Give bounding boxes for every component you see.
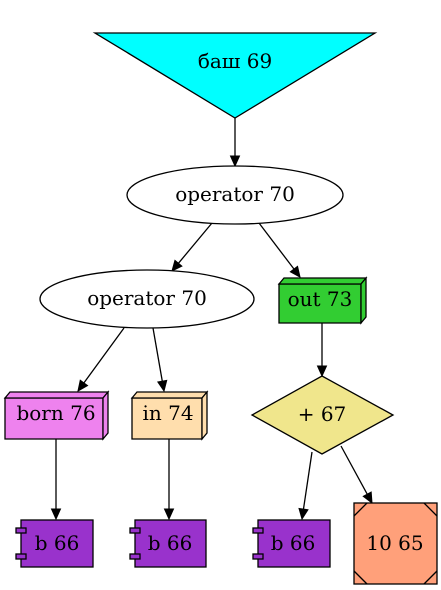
node-bash-shape	[92, 32, 378, 119]
node-b-1-shape	[20, 519, 94, 568]
arrowhead-plus-to-b3	[298, 507, 309, 521]
arrowhead-bash-to-op_top	[229, 155, 241, 168]
arrowhead-plus-to-ten	[362, 491, 373, 505]
edge-plus-to-ten	[340, 445, 368, 495]
node-ten-corner-tl	[353, 502, 368, 517]
node-operator-left: operator 70	[39, 269, 255, 329]
node-operator-top: operator 70	[126, 165, 344, 225]
edge-op_left-to-in	[152, 327, 163, 382]
edge-op_top-to-out	[258, 222, 295, 270]
node-ten-shape	[353, 502, 438, 585]
node-operator-top-label: operator 70	[175, 182, 295, 206]
node-b-3-label: b 66	[271, 531, 316, 555]
arrowhead-in-to-b2	[163, 508, 175, 521]
arrowhead-op_top-to-out	[289, 265, 301, 278]
node-born-side-face	[102, 390, 109, 441]
node-operator-top-shape	[126, 165, 344, 225]
node-born-label: born 76	[16, 401, 95, 425]
node-b-2-label: b 66	[148, 531, 193, 555]
node-b-3-tab-bottom	[252, 553, 264, 560]
edge-plus-to-b3	[302, 451, 313, 510]
node-bash: баш 69	[92, 32, 378, 119]
node-ten-corner-bl	[353, 570, 368, 585]
node-out-top-face	[277, 277, 368, 285]
node-out-side-face	[360, 276, 367, 325]
node-ten-label: 10 65	[366, 531, 423, 555]
node-operator-left-shape	[39, 269, 255, 329]
node-ten-corner-tr	[423, 502, 438, 517]
edge-op_top-to-op_left	[177, 222, 213, 264]
node-in-top-face	[130, 391, 209, 399]
node-born: born 76	[3, 390, 110, 441]
node-b-3-shape	[257, 519, 331, 568]
node-b-1: b 66	[15, 519, 94, 568]
node-bash-label: баш 69	[198, 49, 272, 73]
node-out: out 73	[277, 276, 368, 325]
node-in-label: in 74	[142, 401, 193, 425]
node-plus: + 67	[250, 375, 395, 455]
node-plus-shape	[250, 375, 395, 455]
node-b-1-tab-bottom	[15, 553, 27, 560]
node-b-2-shape	[134, 519, 207, 568]
arrowhead-born-to-b1	[50, 508, 62, 521]
node-b-1-tab-top	[15, 527, 27, 534]
arrowhead-op_left-to-born	[77, 379, 89, 392]
node-b-3-tab-top	[252, 527, 264, 534]
node-plus-label: + 67	[298, 402, 347, 426]
node-out-label: out 73	[288, 287, 353, 311]
edge-op_left-to-born	[83, 327, 125, 384]
node-ten-corner-br	[423, 570, 438, 585]
node-in-side-face	[201, 390, 208, 441]
node-in: in 74	[130, 390, 209, 441]
node-ten: 10 65	[353, 502, 438, 585]
node-b-2-tab-top	[129, 527, 141, 534]
node-b-2-tab-bottom	[129, 553, 141, 560]
arrowhead-op_top-to-op_left	[171, 259, 183, 272]
arrowhead-op_left-to-in	[156, 379, 168, 393]
edges	[50, 118, 373, 521]
node-born-top-face	[3, 391, 110, 399]
node-operator-left-label: operator 70	[87, 286, 207, 310]
node-b-2: b 66	[129, 519, 207, 568]
arrowhead-out-to-plus	[316, 365, 328, 378]
node-b-3: b 66	[252, 519, 331, 568]
node-b-1-label: b 66	[35, 531, 80, 555]
